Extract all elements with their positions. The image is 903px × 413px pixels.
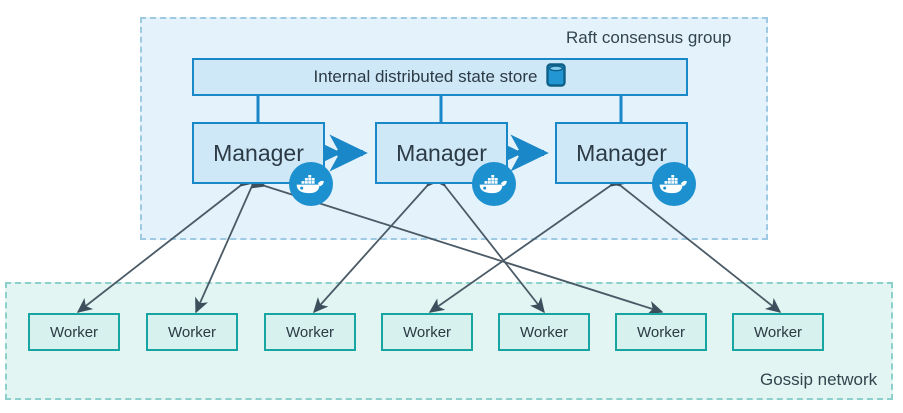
raft-consensus-group-label: Raft consensus group (566, 28, 732, 47)
manager-docker-badge-3 (652, 162, 696, 206)
worker-node-label: Worker (49, 323, 99, 341)
manager-node-label: Manager (576, 139, 667, 166)
link-manager0-worker1 (195, 170, 264, 314)
worker-node-label: Worker (753, 323, 803, 341)
link-manager1-worker2 (313, 171, 442, 314)
manager-node-label: Manager (213, 139, 304, 166)
manager-docker-badge-2 (472, 162, 516, 206)
manager-worker-connectors (76, 170, 782, 315)
worker-node-1[interactable]: Worker (28, 313, 120, 351)
worker-node-2[interactable]: Worker (146, 313, 238, 351)
worker-node-label: Worker (636, 323, 686, 341)
link-manager2-worker6 (605, 172, 782, 313)
link-manager2-worker3 (428, 172, 626, 313)
worker-node-7[interactable]: Worker (732, 313, 824, 351)
internal-distributed-state-store-box[interactable]: Internal distributed state store (192, 58, 688, 96)
worker-node-label: Worker (285, 323, 335, 341)
worker-node-label: Worker (519, 323, 569, 341)
state-store-label: Internal distributed state store (313, 67, 538, 86)
worker-node-label: Worker (167, 323, 217, 341)
store-to-manager-connectors (256, 96, 623, 122)
gossip-network-label: Gossip network (760, 370, 878, 389)
database-cylinder-icon (546, 62, 567, 92)
worker-node-3[interactable]: Worker (264, 313, 356, 351)
worker-node-6[interactable]: Worker (615, 313, 707, 351)
manager-docker-badge-1 (289, 162, 333, 206)
worker-node-label: Worker (402, 323, 452, 341)
worker-node-4[interactable]: Worker (381, 313, 473, 351)
manager-node-label: Manager (396, 139, 487, 166)
